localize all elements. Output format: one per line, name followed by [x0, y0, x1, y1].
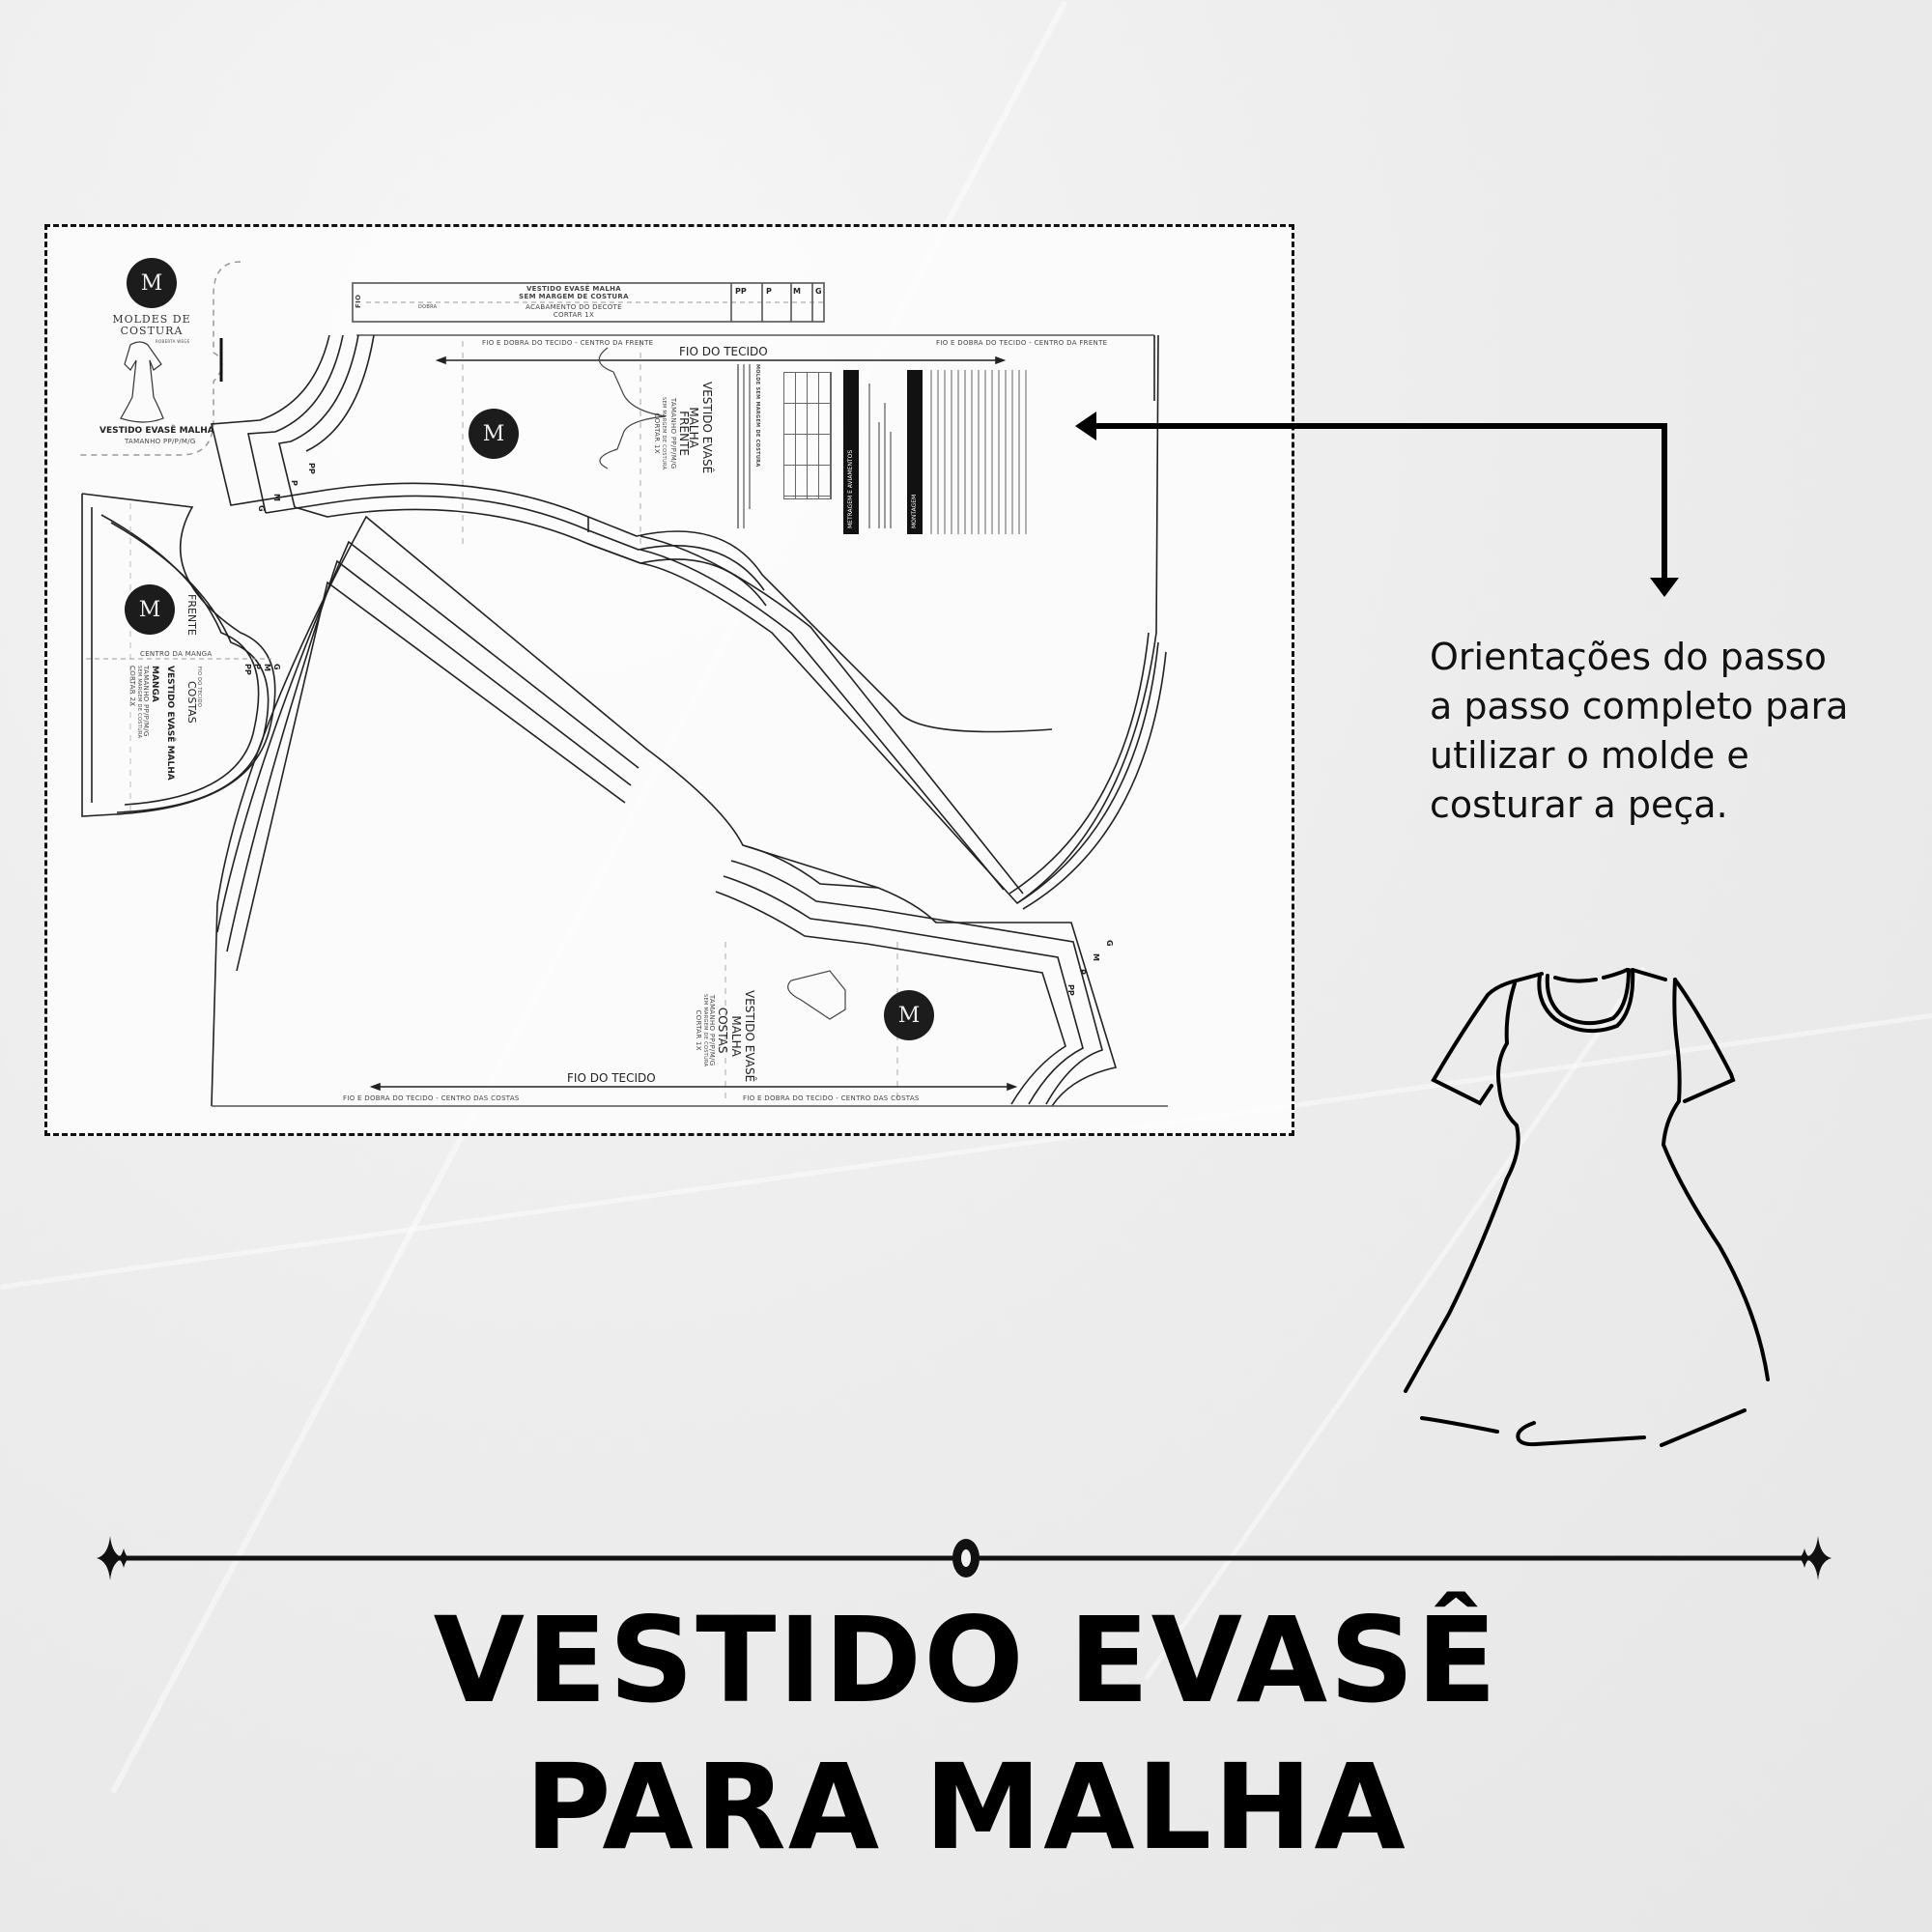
- back-fold-label-1: FIO E DOBRA DO TECIDO - CENTRO DAS COSTA…: [343, 1094, 520, 1102]
- ornament-divider-icon: [97, 1536, 1832, 1580]
- back-brand-logo-icon: M: [884, 990, 934, 1040]
- neckband-title: VESTIDO EVASÊ MALHA SEM MARGEM DE COSTUR…: [501, 285, 646, 319]
- front-fold-label-2: FIO E DOBRA DO TECIDO - CENTRO DA FRENTE: [936, 339, 1108, 347]
- instructions-block: MOLDE SEM MARGEM DE COSTURA METRAGEM E A…: [724, 364, 1110, 548]
- dress-sketch-icon: [1404, 968, 1770, 1447]
- neckband-title-2: SEM MARGEM DE COSTURA: [519, 293, 629, 300]
- back-grain-label: FIO DO TECIDO: [567, 1071, 656, 1085]
- neckband-title-1: VESTIDO EVASÊ MALHA: [526, 285, 622, 293]
- cover-sizes: TAMANHO PP/P/M/G: [125, 438, 196, 445]
- pattern-sheet: M MOLDES DE COSTURA ROBERTA WEGE VESTIDO…: [44, 224, 1294, 1136]
- measurement-table: [783, 372, 832, 499]
- callout-line-4: costurar a peça.: [1430, 783, 1728, 826]
- sleeve-brand-logo-icon: M: [125, 584, 175, 635]
- brand-logo-icon: M: [127, 258, 177, 308]
- page-title-line2: PARA MALHA: [525, 1739, 1407, 1876]
- sleeve-center-label: CENTRO DA MANGA: [140, 650, 213, 658]
- brand-tagline: ROBERTA WEGE: [156, 339, 190, 344]
- page-title-line1: VESTIDO EVASÊ: [433, 1592, 1499, 1729]
- cover-title: VESTIDO EVASÊ MALHA: [99, 426, 214, 436]
- callout-line-1: Orientações do passo: [1430, 636, 1827, 678]
- brand-name-line1: MOLDES DE: [112, 313, 191, 326]
- neckband-size-g: G: [815, 287, 822, 296]
- front-fold-label-1: FIO E DOBRA DO TECIDO - CENTRO DA FRENTE: [482, 339, 654, 347]
- instructions-callout: Orientações do passo a passo completo pa…: [1430, 633, 1913, 830]
- neckband-size-pp: PP: [735, 287, 747, 296]
- metragem-bar: METRAGEM E AVIAMENTOS: [843, 370, 859, 534]
- montagem-text-lines: [930, 370, 1027, 534]
- neckband-cut: CORTAR 1X: [553, 311, 595, 319]
- montagem-bar: MONTAGEM: [907, 370, 923, 534]
- neckband-size-p: P: [766, 287, 772, 296]
- neckband-dobra: DOBRA: [418, 304, 438, 310]
- pattern-pieces-drawing: [76, 261, 1168, 1107]
- brand-name: MOLDES DE COSTURA: [105, 314, 198, 337]
- neckband-piece: ACABAMENTO DO DECOTE: [526, 303, 622, 311]
- brand-name-line2: COSTURA: [120, 325, 184, 337]
- back-fold-label-2: FIO E DOBRA DO TECIDO - CENTRO DAS COSTA…: [743, 1094, 920, 1102]
- callout-line-2: a passo completo para: [1430, 685, 1849, 727]
- front-brand-logo-icon: M: [469, 409, 519, 459]
- neckband-size-m: M: [793, 287, 801, 296]
- callout-line-3: utilizar o molde e: [1430, 734, 1749, 777]
- front-grain-label: FIO DO TECIDO: [679, 345, 768, 358]
